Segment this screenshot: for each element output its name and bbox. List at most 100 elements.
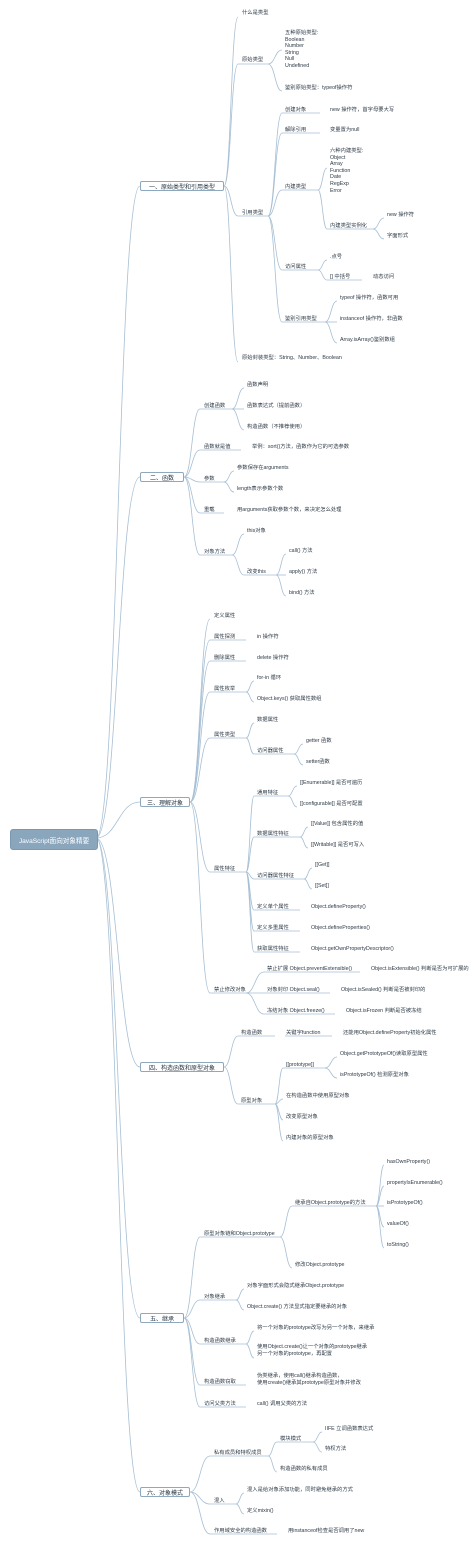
node-mixin-definition[interactable]: 混入是给对象添加功能，同时避免继承的方式 [247, 1487, 353, 1493]
node-instanceof[interactable]: instanceof 操作符，非函数 [340, 316, 403, 322]
node-prototype-chain[interactable]: 原型对象链和Object.prototype [204, 1231, 275, 1237]
node-inherited-methods[interactable]: 继承自Object.prototype的方法 [295, 1200, 366, 1206]
node-property-is-enumerable[interactable]: propertyIsEnumerable() [387, 1180, 443, 1186]
node-get-attr[interactable]: [[Get]] [315, 862, 330, 868]
node-arguments[interactable]: 参数保存在arguments [237, 465, 289, 471]
node-get-prototype-of[interactable]: Object.getPrototypeOf()读取原型属性 [340, 1051, 428, 1057]
node-bracket-access[interactable]: [] 中括号 [330, 274, 351, 280]
node-is-extensible[interactable]: Object.isExtensible() 判断是否为可扩展的 [371, 966, 469, 972]
node-object-keys[interactable]: Object.keys() 获取属性数组 [257, 696, 322, 702]
node-for-in-loop[interactable]: for-in 循环 [257, 675, 282, 681]
node-this-object[interactable]: this对象 [247, 528, 266, 534]
node-object-inheritance[interactable]: 对象继承 [204, 1294, 226, 1300]
node-define-mixin[interactable]: 定义mixin() [247, 1508, 274, 1514]
node-call-super[interactable]: call() 调用父类的方法 [257, 1401, 308, 1407]
node-is-frozen[interactable]: Object.isFrozen 判断是否被冻结 [346, 1008, 422, 1014]
node-ctor-inheritance-create[interactable]: 使用Object.create()让一个对象的prototype继承 另一个对象… [257, 1344, 368, 1357]
node-instanceof-check[interactable]: 用instanceof检查是否调用了new [288, 1528, 365, 1534]
node-private-privileged[interactable]: 私有成员和特权成员 [214, 1450, 262, 1456]
node-define-multiple[interactable]: 定义多重属性 [257, 925, 289, 931]
node-is-sealed[interactable]: Object.isSealed() 判断是否被封印的 [341, 987, 426, 993]
node-overload[interactable]: 重载 [204, 507, 215, 513]
node-constructor[interactable]: 构造函数 [241, 1030, 263, 1036]
node-access-super-methods[interactable]: 访问父类方法 [204, 1401, 236, 1407]
node-what-is-type[interactable]: 什么是类型 [242, 10, 269, 16]
node-typeof-function[interactable]: typeof 操作符，函数可用 [340, 295, 399, 301]
node-primitive-types[interactable]: 原始类型 [242, 57, 264, 63]
node-prototype-slot[interactable]: [[prototype]] [286, 1062, 314, 1068]
node-get-descriptor-api[interactable]: Object.getOwnPropertyDescriptor() [311, 946, 394, 952]
node-overload-note[interactable]: 用arguments获取参数个数，来决定怎么处理 [237, 507, 342, 513]
node-scope-safe-constructor[interactable]: 作用域安全的构造函数 [214, 1528, 267, 1534]
node-dynamic-access[interactable]: 动态访问 [373, 274, 395, 280]
node-define-properties-api[interactable]: Object.defineProperties() [311, 925, 370, 931]
node-module-pattern[interactable]: 模块模式 [280, 1436, 302, 1442]
node-common-attributes[interactable]: 通用特征 [257, 790, 279, 796]
node-six-builtins[interactable]: 六种内建类型: Object Array Function Date RegEx… [330, 148, 364, 194]
node-property-types[interactable]: 属性类型 [214, 732, 236, 738]
node-ctor-private-members[interactable]: 构造函数的私有成员 [280, 1466, 328, 1472]
node-is-prototype-of-method[interactable]: isPrototypeOf() [387, 1200, 423, 1206]
node-value-attr[interactable]: [[Value]] 包含属性的值 [311, 821, 364, 827]
node-bind-method[interactable]: bind() 方法 [289, 590, 315, 596]
node-iife[interactable]: IIFE 立调函数表达式 [325, 1426, 374, 1432]
node-delete-operator[interactable]: delete 操作符 [257, 655, 289, 661]
node-dereference[interactable]: 解除引用 [285, 127, 307, 133]
node-dot-access[interactable]: .点号 [330, 254, 343, 260]
node-setter-function[interactable]: setter函数 [306, 759, 330, 765]
node-object-inheritance-implicit[interactable]: 对象字面形式会隐式继承Object.prototype [247, 1283, 345, 1289]
node-builtin-prototype[interactable]: 内建对象的原型对象 [286, 1135, 334, 1141]
node-object-methods[interactable]: 对象方法 [204, 549, 226, 555]
node-isarray[interactable]: Array.isArray()鉴别数组 [340, 337, 395, 343]
node-set-attr[interactable]: [[Set]] [315, 883, 329, 889]
node-to-string[interactable]: toString() [387, 1242, 409, 1248]
node-ctor-inheritance-rewrite[interactable]: 将一个对象的prototype改写为另一个对象，来继承 [257, 1325, 375, 1331]
node-in-operator[interactable]: in 操作符 [257, 634, 279, 640]
node-privileged-methods[interactable]: 特权方法 [325, 1446, 347, 1452]
node-function-as-value[interactable]: 函数就是值 [204, 444, 231, 450]
branch-primitive-reference[interactable]: 一、原始类型和引用类型 [140, 181, 224, 191]
node-value-of[interactable]: valueOf() [387, 1221, 409, 1227]
node-create-object[interactable]: 创建对象 [285, 107, 307, 113]
node-function-expression[interactable]: 函数表达式（提前函数） [247, 403, 306, 409]
node-builtin-instantiate[interactable]: 内建类型实例化 [330, 223, 368, 229]
node-freeze-object[interactable]: 冻结对象 Object.freeze() [267, 1008, 325, 1014]
node-constructor-inheritance[interactable]: 构造函数继承 [204, 1338, 236, 1344]
node-arguments-length[interactable]: length表示参数个数 [237, 486, 284, 492]
node-seal-object[interactable]: 对象封印 Object.seal() [267, 987, 320, 993]
node-accessor-attributes[interactable]: 访问器属性特征 [257, 873, 295, 879]
node-change-this[interactable]: 改变this [247, 569, 266, 575]
node-accessor-property[interactable]: 访问器属性 [257, 748, 284, 754]
node-call-method[interactable]: call() 方法 [289, 548, 313, 554]
node-change-prototype[interactable]: 改变原型对象 [286, 1114, 318, 1120]
node-builtin-types[interactable]: 内建类型 [285, 184, 307, 190]
node-object-inheritance-explicit[interactable]: Object.create() 方法显式指定要继承的对象 [247, 1304, 348, 1310]
node-mixins[interactable]: 混入 [214, 1498, 225, 1504]
node-access-property[interactable]: 访问属性 [285, 264, 307, 270]
node-define-property-api[interactable]: Object.defineProperty() [311, 904, 366, 910]
node-delete-property[interactable]: 删除属性 [214, 655, 236, 661]
node-data-property[interactable]: 数据属性 [257, 717, 279, 723]
node-configurable-attr[interactable]: [[configurable]] 是否可配置 [300, 801, 363, 807]
node-create-function[interactable]: 创建函数 [204, 403, 226, 409]
node-property-enumeration[interactable]: 属性枚举 [214, 686, 236, 692]
root-node[interactable]: JavaScript面向对象精要 [10, 829, 98, 850]
node-writable-attr[interactable]: [[Writable]] 是否可写入 [311, 842, 365, 848]
branch-understand-objects[interactable]: 三、理解对象 [140, 797, 190, 807]
node-is-prototype-of[interactable]: isPrototypeOf() 检测原型对象 [340, 1072, 409, 1078]
node-prevent-modification[interactable]: 禁止修改对象 [214, 987, 246, 993]
branch-object-patterns[interactable]: 六、对象模式 [140, 1487, 190, 1497]
node-wrapper-types[interactable]: 原始封装类型：String、Number、Boolean [242, 355, 342, 361]
branch-inheritance[interactable]: 五、继承 [140, 1313, 184, 1323]
node-constructor-stealing[interactable]: 构造函数窃取 [204, 1379, 236, 1385]
node-identify-primitive[interactable]: 鉴别原始类型：typeof操作符 [285, 85, 353, 91]
node-constructor-stealing-note[interactable]: 伪类继承，使用call()继承构造函数， 使用create()继承其protot… [257, 1373, 361, 1386]
node-has-own-property[interactable]: hasOwnProperty() [387, 1159, 430, 1165]
node-property-detection[interactable]: 属性探测 [214, 634, 236, 640]
node-function-as-value-note[interactable]: 举例：sort()方法，函数作为它的可选参数 [252, 444, 350, 450]
node-define-property[interactable]: 定义属性 [214, 613, 236, 619]
branch-functions[interactable]: 二、函数 [140, 472, 184, 482]
node-create-object-note[interactable]: new 操作符，首字母要大写 [330, 107, 395, 113]
node-identify-reference[interactable]: 鉴别引用类型 [285, 316, 317, 322]
node-define-single[interactable]: 定义单个属性 [257, 904, 289, 910]
